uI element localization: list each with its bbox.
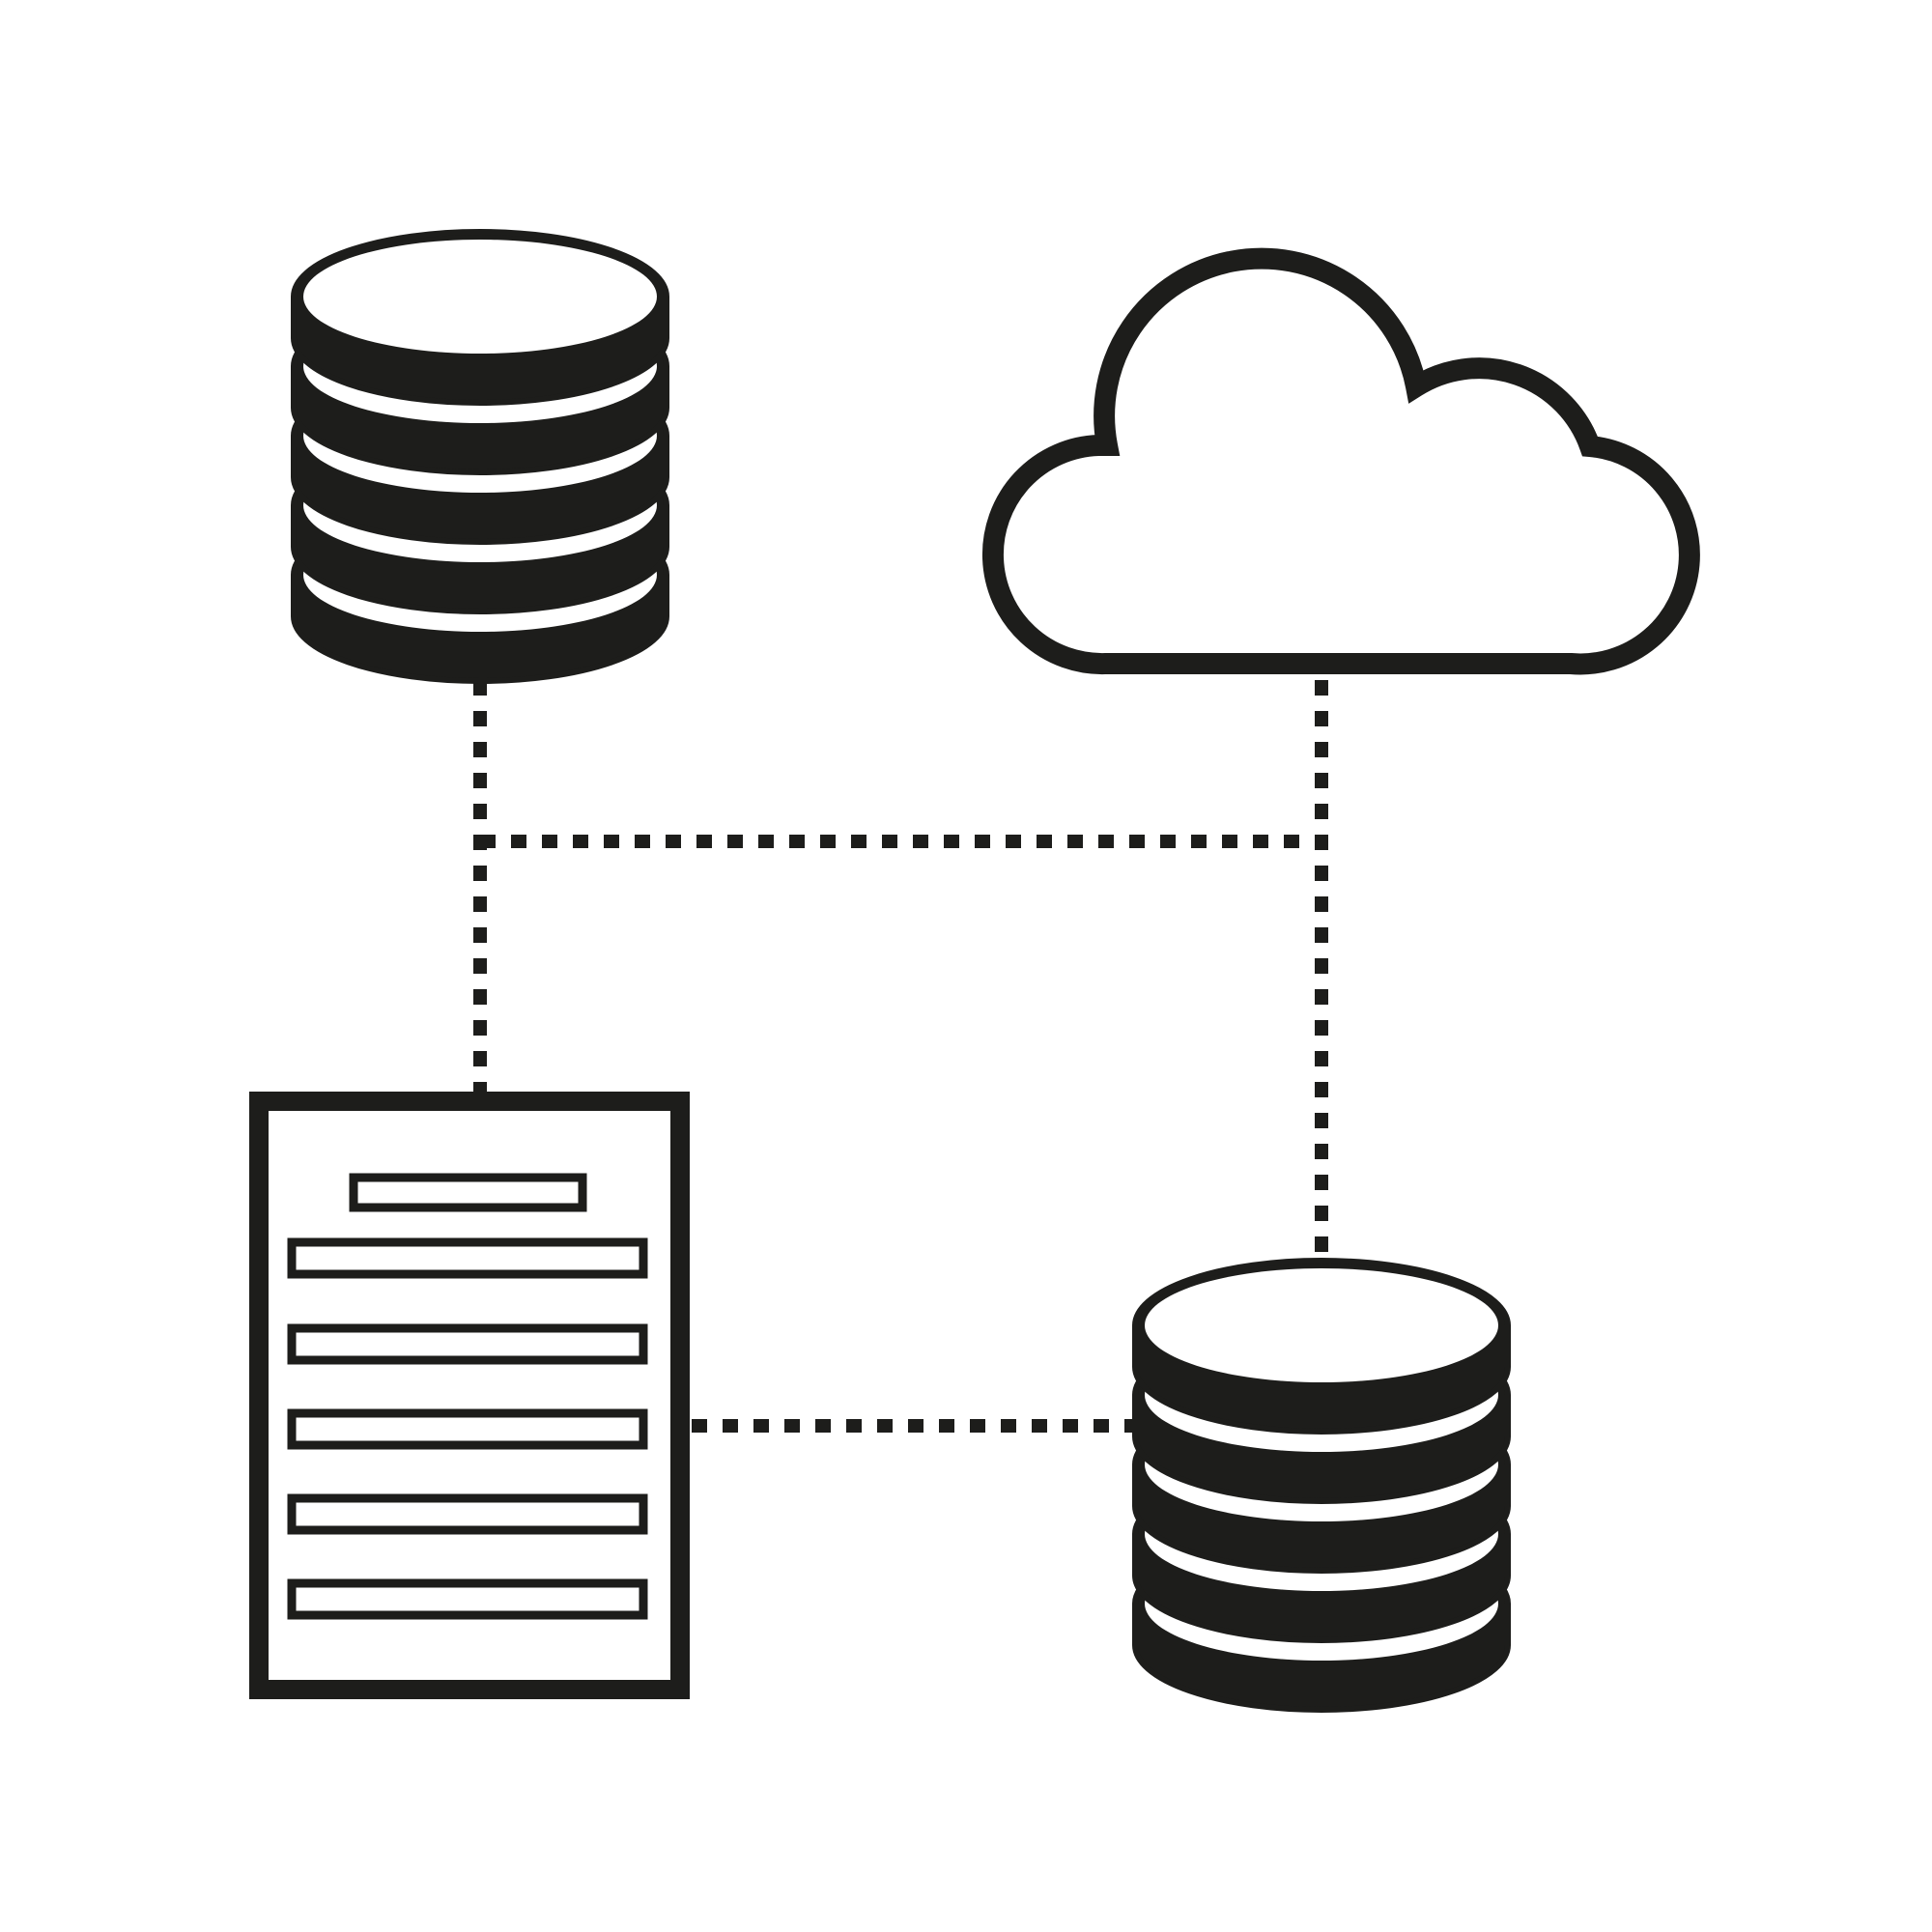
- database-icon: [1132, 1258, 1511, 1713]
- document-icon: [249, 1092, 690, 1699]
- database-disk-top: [1145, 1268, 1498, 1382]
- document-text-line: [287, 1408, 648, 1450]
- cloud-outline: [981, 247, 1700, 675]
- document-text-line: [287, 1493, 648, 1535]
- document-text-line: [287, 1578, 648, 1620]
- cloud-icon: [981, 247, 1700, 675]
- database-disk-top: [303, 240, 657, 354]
- database-icon: [291, 229, 669, 684]
- connectors: [473, 680, 1328, 1433]
- document-title-line: [349, 1173, 587, 1212]
- document-text-line: [287, 1323, 648, 1365]
- document-text-line: [287, 1237, 648, 1279]
